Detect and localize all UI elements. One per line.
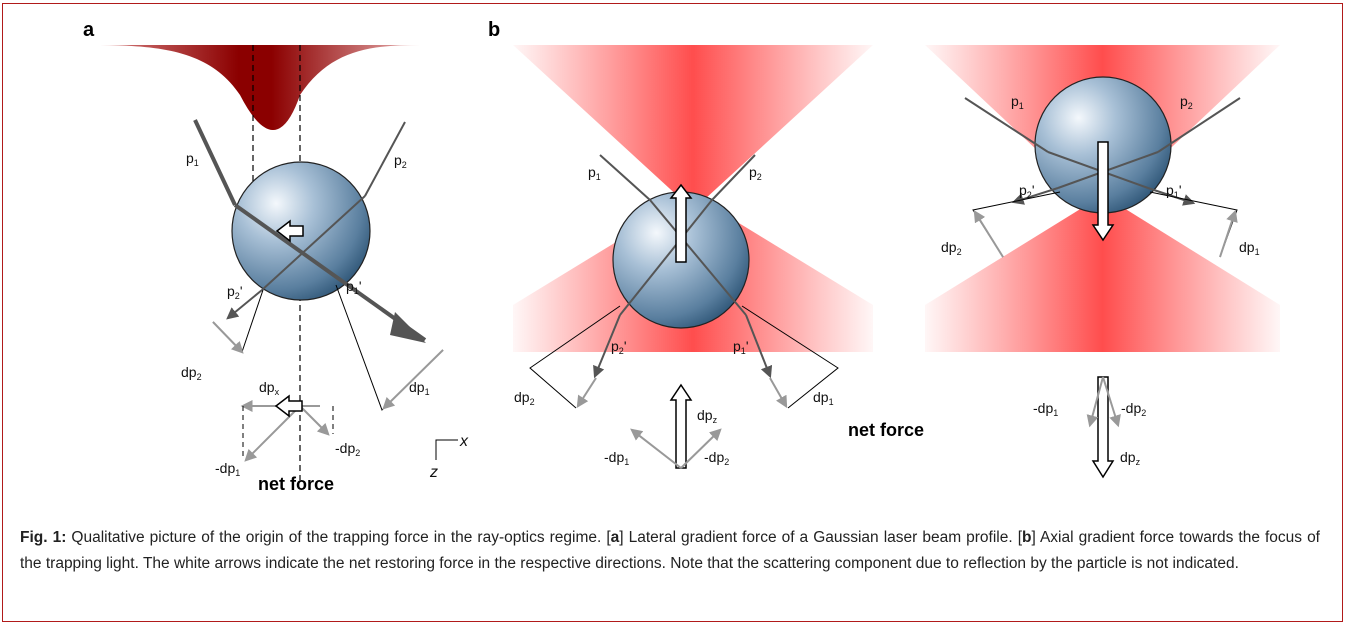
label-neg-dp2-b1: -dp2 bbox=[704, 449, 729, 467]
ray-p2-in-b2 bbox=[1157, 97, 1241, 153]
panel-b-right: p1 p2 p2' p1' dp2 dp1 -dp1 -dp2 dpz bbox=[925, 45, 1280, 479]
label-dpz-b1: dpz bbox=[697, 407, 718, 425]
label-neg-dp1-a: -dp1 bbox=[215, 460, 240, 478]
arrow-neg-dp2-b2 bbox=[1102, 376, 1121, 428]
axes-icon bbox=[435, 439, 458, 460]
label-neg-dp2-a: -dp2 bbox=[335, 440, 360, 458]
net-force-arrow-b2 bbox=[1091, 376, 1115, 479]
label-dpx: dpx bbox=[259, 379, 280, 397]
caption-text-2: ] Lateral gradient force of a Gaussian l… bbox=[619, 529, 1022, 546]
ray-p1-in bbox=[193, 119, 237, 206]
label-dpz-b2: dpz bbox=[1120, 449, 1141, 467]
label-p1-prime-b1: p1' bbox=[733, 338, 749, 356]
panel-a: a x z p1 p2 p2' p1' bbox=[83, 19, 469, 494]
arrow-neg-dp1-b2 bbox=[1086, 376, 1104, 428]
ray-p1-out-head bbox=[390, 312, 426, 343]
label-p2-prime-b1: p2' bbox=[611, 338, 627, 356]
caption-text-1: Qualitative picture of the origin of the… bbox=[66, 529, 611, 546]
label-p2-b1: p2 bbox=[749, 164, 762, 182]
arrow-neg-dp2 bbox=[299, 405, 330, 436]
label-neg-dp1-b2: -dp1 bbox=[1033, 400, 1058, 418]
arrow-dp2 bbox=[212, 321, 244, 354]
arrow-dp2-b2 bbox=[973, 209, 1004, 258]
caption-b-ref: b bbox=[1022, 529, 1032, 546]
ray-p2-through-b1 bbox=[619, 199, 713, 316]
ray-p2-in bbox=[364, 121, 406, 197]
net-force-arrow-b1 bbox=[669, 383, 693, 469]
net-force-label-b: net force bbox=[848, 420, 924, 440]
figure-caption: Fig. 1: Qualitative picture of the origi… bbox=[20, 525, 1320, 577]
label-p2-b2: p2 bbox=[1180, 93, 1193, 111]
label-p1-a: p1 bbox=[186, 150, 199, 168]
label-p1-b2: p1 bbox=[1011, 93, 1024, 111]
axis-x-label: x bbox=[459, 433, 469, 450]
arrow-neg-dp2-b1 bbox=[680, 428, 722, 469]
label-dp2-b1: dp2 bbox=[514, 389, 535, 407]
label-dp2-a: dp2 bbox=[181, 364, 202, 382]
label-neg-dp2-b2: -dp2 bbox=[1121, 400, 1146, 418]
beam-cone-upper-b1 bbox=[513, 45, 873, 210]
label-dp1-b1: dp1 bbox=[813, 389, 834, 407]
caption-text-3: ] Axial gradient force towards the focus… bbox=[20, 529, 1320, 572]
ray-p1-through-b1 bbox=[649, 199, 747, 316]
net-force-arrow-sphere-b2 bbox=[1091, 141, 1115, 242]
arrow-dp2-b1 bbox=[576, 377, 597, 409]
arrow-neg-dp1 bbox=[244, 405, 301, 462]
label-p2-prime-a: p2' bbox=[227, 283, 243, 301]
arrow-neg-dp1-b1 bbox=[630, 428, 682, 469]
caption-fig-label: Fig. 1: bbox=[20, 529, 67, 546]
net-force-label-a: net force bbox=[258, 474, 334, 494]
net-force-arrow-sphere-b1 bbox=[669, 183, 693, 263]
ray-p1-out-b1 bbox=[745, 314, 773, 379]
label-p2-a: p2 bbox=[394, 152, 407, 170]
triangle-dp2-b1 bbox=[529, 305, 621, 409]
label-p1-prime-a: p1' bbox=[346, 278, 362, 296]
caption-a-ref: a bbox=[610, 529, 620, 546]
ray-p1-out-b2 bbox=[1147, 187, 1196, 206]
triangle-dp1-b1 bbox=[741, 305, 839, 409]
ray-p2-out bbox=[226, 289, 263, 320]
ray-p1-through bbox=[233, 203, 427, 342]
net-force-arrow-a bbox=[274, 394, 303, 418]
label-dp1-b2: dp1 bbox=[1239, 239, 1260, 257]
arrow-dp1-b1 bbox=[769, 377, 788, 409]
figure-frame bbox=[2, 3, 1343, 622]
label-p1-prime-b2: p1' bbox=[1166, 182, 1182, 200]
net-force-arrow-sphere-a bbox=[275, 219, 304, 243]
label-dp1-a: dp1 bbox=[409, 379, 430, 397]
axis-z-label: z bbox=[429, 464, 438, 481]
ray-p1-in-b2 bbox=[964, 97, 1049, 153]
ray-p2-out-b1 bbox=[593, 314, 621, 379]
arrow-dp1-b2 bbox=[1219, 209, 1238, 258]
label-p1-b1: p1 bbox=[588, 164, 601, 182]
label-neg-dp1-b1: -dp1 bbox=[604, 449, 629, 467]
ray-p2-in-b1 bbox=[711, 154, 756, 201]
panel-b-label: b bbox=[488, 19, 500, 41]
panel-a-label: a bbox=[83, 19, 95, 41]
ray-p1-in-b1 bbox=[599, 154, 651, 201]
beam-cone-lower-b2 bbox=[925, 195, 1280, 352]
ray-p2-through bbox=[261, 195, 366, 291]
panel-b-left: b p1 p2 p2' p1' dp2 dp1 dpz -dp1 -dp2 ne… bbox=[488, 19, 924, 469]
arrow-dp1 bbox=[382, 349, 444, 410]
label-dp2-b2: dp2 bbox=[941, 239, 962, 257]
gaussian-profile bbox=[90, 45, 420, 130]
label-p2-prime-b2: p2' bbox=[1019, 182, 1035, 200]
